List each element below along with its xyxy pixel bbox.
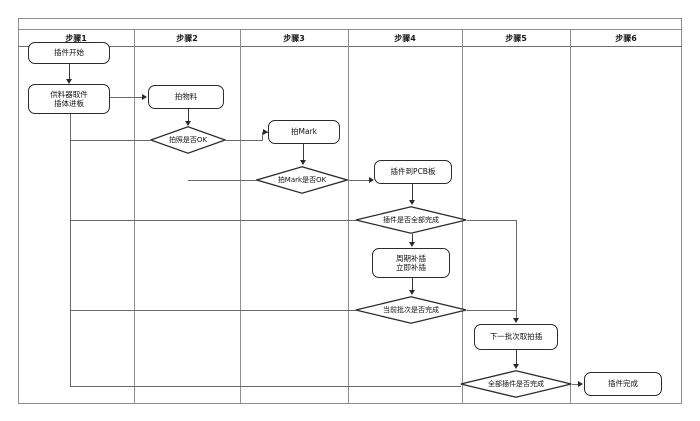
feedback-rail (70, 108, 71, 386)
edge-n8-n11-v (516, 220, 517, 318)
node-next-batch[interactable]: 下一批次取拍插 (474, 324, 558, 350)
lane-header-lane5: 步骤5 (505, 34, 527, 43)
diamond-shape (355, 296, 467, 324)
edge-n4-n5-riser (262, 132, 263, 141)
lane-divider-3 (348, 30, 349, 404)
node-label: 插件是否全部完成 (383, 215, 439, 224)
node-decision-mark-ok[interactable]: 拍Mark是否OK (256, 166, 348, 194)
lane-divider-5 (570, 30, 571, 404)
edge-n6-n7 (348, 180, 370, 181)
swimlane-frame (18, 18, 682, 404)
node-insert-to-pcb[interactable]: 插件到PCB板 (374, 160, 452, 184)
feedback-n4 (70, 140, 150, 141)
arrow-n1-n2 (65, 79, 72, 84)
node-label: 插件完成 (608, 379, 638, 389)
edge-n9-n10 (412, 278, 413, 290)
node-plugin-start[interactable]: 插件开始 (28, 42, 110, 64)
edge-n12-n13 (572, 384, 579, 385)
node-decision-batch-done[interactable]: 当前批次是否完成 (355, 296, 467, 324)
node-label: 拍照是否OK (168, 135, 208, 144)
node-label: 下一批次取拍插 (489, 332, 543, 342)
arrow-n6-n7 (369, 176, 374, 183)
node-label: 当前批次是否完成 (383, 305, 439, 314)
edge-n10-n11-h (467, 310, 516, 311)
arrow-n4-n5 (263, 128, 268, 135)
edge-n8-n9 (412, 234, 413, 243)
edge-n2-n3 (110, 97, 142, 98)
lane-header-lane6: 步骤6 (615, 34, 637, 43)
diamond-shape (460, 370, 572, 398)
feedback-n12 (70, 386, 461, 387)
edge-n5-n6 (303, 144, 304, 160)
arrow-n8-n9 (408, 242, 415, 247)
lane-header-lane3: 步骤3 (283, 34, 305, 43)
node-label: 供料器取件 插体进板 (50, 89, 88, 108)
arrow-n9-n10 (408, 290, 415, 295)
node-label: 周期补插 立即补插 (396, 253, 426, 272)
diamond-shape (256, 166, 348, 194)
lane-header-lane2: 步骤2 (176, 34, 198, 43)
node-label: 插件到PCB板 (390, 167, 436, 177)
edge-n7-n8 (412, 184, 413, 200)
lane-header-lane4: 步骤4 (394, 34, 416, 43)
node-feeder-pick-insert[interactable]: 供料器取件 插体进板 (28, 84, 110, 114)
lane-divider-2 (240, 30, 241, 404)
arrow-n8-n11 (512, 318, 519, 323)
lane-header-lane1: 步骤1 (65, 34, 87, 43)
lane-header-row: 步骤1 步骤2 步骤3 步骤4 步骤5 步骤6 (18, 30, 682, 47)
edge-n4-n5 (226, 140, 262, 141)
feedback-n10 (70, 310, 356, 311)
arrow-n11-n12 (512, 364, 519, 369)
node-decision-photo-ok[interactable]: 拍照是否OK (150, 126, 226, 154)
diamond-shape (150, 126, 226, 154)
node-label: 拍Mark (291, 127, 317, 137)
diamond-shape (355, 206, 467, 234)
edge-n11-n12 (516, 350, 517, 364)
arrow-n2-n3 (142, 93, 147, 100)
node-label: 全部插件是否完成 (488, 379, 544, 388)
node-reinsert-cycle[interactable]: 周期补插 立即补插 (372, 248, 450, 278)
arrow-n5-n6 (299, 160, 306, 165)
edge-n3-n4 (188, 109, 189, 121)
node-photograph-mark[interactable]: 拍Mark (268, 120, 340, 144)
node-decision-all-inserted[interactable]: 插件是否全部完成 (355, 206, 467, 234)
lane-divider-1 (134, 30, 135, 404)
node-photograph-material[interactable]: 拍物料 (148, 85, 224, 109)
arrow-n7-n8 (408, 200, 415, 205)
edge-n1-n2 (69, 64, 70, 80)
feedback-n8 (70, 220, 356, 221)
feedback-n6 (188, 180, 257, 181)
node-label: 拍物料 (174, 92, 198, 102)
arrow-n12-n13 (578, 380, 583, 387)
node-label: 拍Mark是否OK (277, 175, 327, 184)
arrow-n3-n4 (184, 121, 191, 126)
lane-divider-4 (462, 30, 463, 404)
node-label: 插件开始 (54, 48, 84, 58)
node-plugin-complete[interactable]: 插件完成 (584, 372, 662, 396)
edge-n8-n11-h (467, 220, 516, 221)
node-decision-all-components-done[interactable]: 全部插件是否完成 (460, 370, 572, 398)
diagram-title-row (18, 18, 682, 30)
